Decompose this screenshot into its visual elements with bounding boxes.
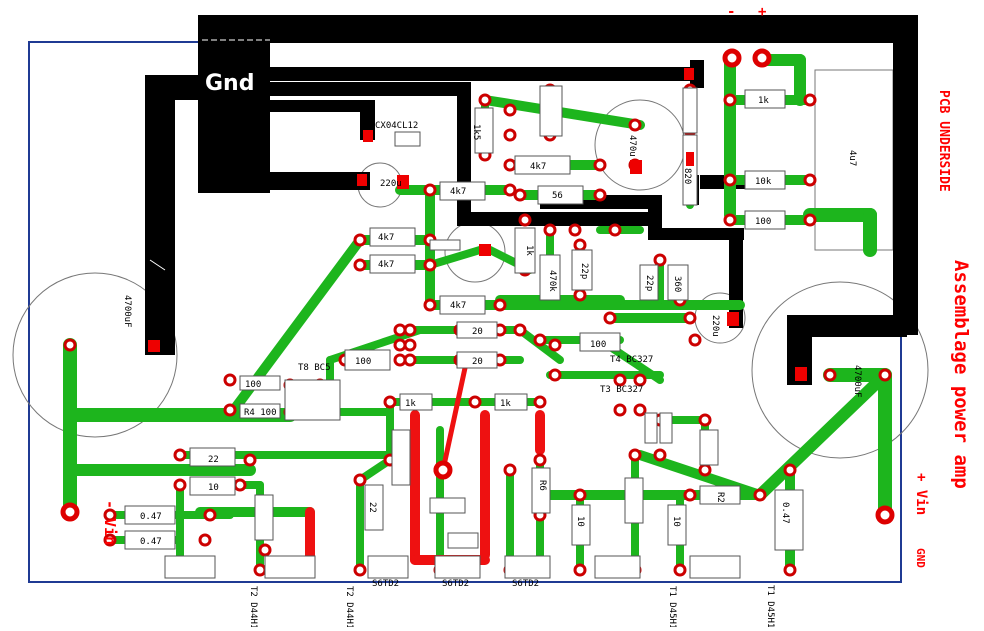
t4-label: T4 BC327 — [610, 355, 653, 365]
sep-c-label: S6TD2 — [512, 579, 539, 589]
sep-b-label: S6TD2 — [442, 579, 469, 589]
gnd-right-label: GND — [914, 548, 927, 568]
component-bodies — [124, 85, 804, 579]
res-1k-b-label: 1k — [524, 245, 534, 256]
res-10-c-label: 10 — [671, 516, 681, 527]
title-sub: PCB UNDERSIDE — [936, 90, 951, 192]
res-4k7-b-label: 4k7 — [378, 260, 394, 270]
res-100-b-label: 100 — [355, 357, 371, 367]
res-r100-label: 100 — [245, 380, 261, 390]
res-4k7-e-label: 4k7 — [530, 162, 546, 172]
res-22-label: 22 — [208, 455, 219, 465]
polarity-markers — [148, 68, 807, 381]
sep-a-label: S6TD2 — [372, 579, 399, 589]
silkscreen-marks — [149, 39, 270, 271]
t2-label: T2 D44H11 NP — [248, 586, 258, 627]
res-56-label: 56 — [552, 191, 563, 201]
res-047-b-label: 0.47 — [140, 537, 162, 547]
capacitor-outline-470u — [594, 99, 686, 191]
res-100-c-label: 100 — [590, 340, 606, 350]
res-r6-label: R6 — [537, 480, 547, 491]
t3-label: T3 BC327 — [600, 385, 643, 395]
res-1k5-label: 1k5 — [471, 124, 481, 140]
res-20-b-label: 20 — [472, 357, 483, 367]
ground-traces — [145, 15, 918, 385]
top-minus-label: - — [727, 4, 735, 20]
capacitor-outline-right — [751, 281, 929, 459]
vin-minus-label: - Vin — [101, 500, 119, 545]
vin-plus-label: + Vin — [913, 473, 929, 515]
gnd-label: Gnd — [205, 71, 254, 96]
res-4k7-c-label: 4k7 — [450, 187, 466, 197]
cap-4u7-label: 4u7 — [847, 150, 857, 166]
res-047-a-label: 0.47 — [140, 512, 162, 522]
t8-label: T8 BC5 — [298, 363, 331, 373]
cap-4700-label: 4700uF — [122, 295, 132, 328]
cap-220u-b-label: 220u — [710, 315, 720, 337]
res-1k-d-label: 1k — [500, 399, 511, 409]
res-100-label: 100 — [755, 217, 771, 227]
title-main: Assemblage power amp — [950, 260, 972, 489]
t1-label: T1 D45H11 — [667, 586, 677, 627]
capacitor-outline-left — [12, 272, 178, 438]
res-4k7-a-label: 4k7 — [378, 233, 394, 243]
res-4k7-d-label: 4k7 — [450, 301, 466, 311]
res-r4-label: R4 100 — [244, 408, 277, 418]
res-1k-c-label: 1k — [405, 399, 416, 409]
res-047-c-label: 0.47 — [780, 502, 790, 524]
jumper-wires — [305, 365, 545, 565]
res-10k-label: 10k — [755, 177, 772, 187]
res-10-b-label: 10 — [575, 516, 585, 527]
res-360-label: 360 — [672, 276, 682, 292]
res-1k-label: 1k — [758, 96, 769, 106]
res-20-a-label: 20 — [472, 327, 483, 337]
cap-470u-label: 470u — [627, 135, 637, 157]
cap-220u-label: 220u — [380, 179, 402, 189]
cap-4700-b-label: 4700uF — [852, 365, 862, 398]
res-470k-label: 470k — [547, 270, 557, 292]
res-820-label: 820 — [682, 168, 692, 184]
top-plus-label: + — [758, 4, 766, 20]
res-10-label: 10 — [208, 483, 219, 493]
terminal-pads — [60, 48, 895, 525]
t2-b-label: T2 D44H11 NP — [344, 586, 354, 627]
cap-22p-b-label: 22p — [644, 275, 654, 291]
res-r2-label: R2 — [715, 492, 725, 503]
t1-b-label: T1 D45H11 — [765, 585, 775, 627]
res-22-b-label: 22 — [367, 502, 377, 513]
ic-label: CX04CL12 — [375, 121, 418, 131]
cap-22p-label: 22p — [579, 263, 589, 279]
